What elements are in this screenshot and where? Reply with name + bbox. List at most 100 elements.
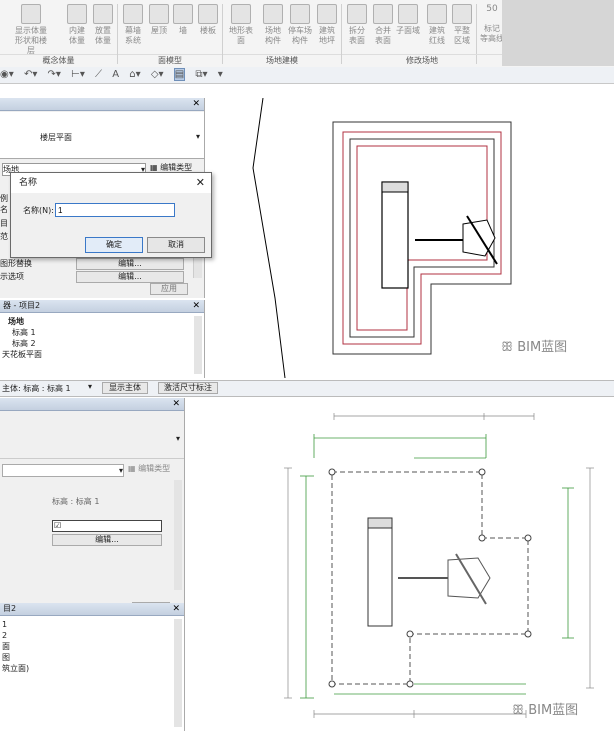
project-browser: 器 - 项目2✕ 场地 标高 1 标高 2 天花板平面: [0, 300, 205, 378]
curtain-system-button[interactable]: 幕墙 系统: [120, 4, 146, 46]
checkbox-checked-icon[interactable]: ☑: [54, 521, 62, 530]
close-icon[interactable]: ✕: [195, 176, 205, 189]
property-label: 例: [0, 194, 8, 203]
green-dimension-lines: [300, 434, 574, 699]
display-options-edit-button[interactable]: 编辑...: [76, 271, 184, 283]
options-bar: 主体: 标高 : 标高 1 ▾ 显示主体 激活尺寸标注: [0, 381, 614, 397]
curtain-icon: [123, 4, 143, 24]
parking-component-button[interactable]: 停车场 构件: [286, 4, 314, 46]
properties-panel: ✕ ▾ ▾ ▦ 编辑类型 标高 : 标高 1 ☑ 编辑... 应用: [0, 398, 185, 618]
play-structure: [462, 219, 496, 257]
tree-item[interactable]: 面: [2, 642, 10, 651]
tree-item[interactable]: 筑立面): [2, 664, 30, 673]
ribbon-empty-area: [502, 0, 614, 66]
dimension-icon[interactable]: ⟋: [95, 69, 103, 80]
close-icon[interactable]: ✕: [192, 301, 200, 311]
switch-windows-icon[interactable]: ▾: [217, 69, 223, 80]
divider: [117, 4, 118, 64]
merge-surface-button[interactable]: 合并 表面: [370, 4, 396, 46]
text-icon[interactable]: A: [112, 69, 120, 80]
close-icon[interactable]: ✕: [172, 604, 180, 614]
watermark: ꕥ BIM蓝图: [512, 703, 579, 718]
host-label: 主体: 标高 : 标高 1: [2, 384, 71, 393]
close-windows-icon[interactable]: ⧉▾: [195, 69, 208, 80]
group-conceptual-mass: 概念体量: [0, 54, 117, 67]
close-icon[interactable]: ✕: [192, 99, 200, 109]
split-surface-button[interactable]: 拆分 表面: [344, 4, 370, 46]
tree-item[interactable]: 天花板平面: [2, 350, 42, 359]
grade-icon: [452, 4, 472, 24]
property-label: 名: [0, 205, 8, 214]
roof-button[interactable]: 屋顶: [146, 4, 172, 36]
type-preview: ▾: [0, 412, 184, 459]
3d-view-icon[interactable]: ⌂▾: [129, 69, 141, 80]
property-label: 目: [0, 219, 8, 228]
name-label: 名称(N):: [23, 206, 54, 215]
drawing-canvas[interactable]: ꕥ BIM蓝图: [205, 97, 614, 378]
name-dialog: 名称✕ 名称(N): 确定 取消: [10, 172, 212, 258]
wall-button[interactable]: 墙: [170, 4, 196, 36]
view-family: 楼层平面: [40, 133, 72, 142]
outer-border: [332, 121, 512, 355]
tree-item[interactable]: 标高 2: [12, 339, 36, 348]
graphic-override-edit-button[interactable]: 编辑...: [76, 258, 184, 270]
edit-button[interactable]: 编辑...: [52, 534, 162, 546]
divider: [476, 4, 477, 64]
property-line-button[interactable]: 建筑 红线: [424, 4, 450, 46]
site-component-button[interactable]: 场地 构件: [260, 4, 286, 46]
close-icon[interactable]: ✕: [172, 399, 180, 409]
roof-icon: [149, 4, 169, 24]
graded-region-button[interactable]: 平整 区域: [449, 4, 475, 46]
inner-border: [349, 138, 495, 338]
scrollbar[interactable]: [174, 619, 182, 727]
measure-icon[interactable]: ⊢▾: [71, 69, 85, 80]
checkbox-field[interactable]: ☑: [52, 520, 162, 532]
type-selector[interactable]: ▾: [2, 464, 124, 477]
level-value: 标高 : 标高 1: [52, 497, 100, 506]
place-mass-button[interactable]: 放置 体量: [90, 4, 116, 46]
edit-type-button[interactable]: ▦ 编辑类型: [150, 163, 193, 172]
mass-icon: [67, 4, 87, 24]
chevron-down-icon[interactable]: ▾: [175, 434, 180, 443]
activate-dimensions-button[interactable]: 激活尺寸标注: [158, 382, 218, 394]
watermark: ꕥ BIM蓝图: [501, 340, 568, 355]
chevron-down-icon[interactable]: ▾: [88, 382, 93, 391]
tree-item[interactable]: 2: [2, 631, 8, 640]
show-mass-button[interactable]: 显示体量 形状和楼层: [14, 4, 48, 56]
group-site-modeling: 场地建模: [223, 54, 341, 67]
scrollbar[interactable]: [174, 480, 182, 590]
view-icon[interactable]: ◉▾: [0, 69, 14, 80]
ribbon: 显示体量 形状和楼层 内建 体量 放置 体量 幕墙 系统 屋顶 墙 楼板 地形表…: [0, 0, 614, 68]
floor-icon: [198, 4, 218, 24]
tree-item[interactable]: 场地: [8, 317, 24, 326]
merge-icon: [373, 4, 393, 24]
undo-icon[interactable]: ↶▾: [23, 69, 38, 80]
terrain-icon: [231, 4, 251, 24]
subregion-button[interactable]: 子面域: [393, 4, 423, 36]
thin-lines-icon[interactable]: ▤: [173, 68, 186, 81]
site-plan-drawing: [252, 97, 512, 378]
show-host-button[interactable]: 显示主体: [102, 382, 148, 394]
section-icon[interactable]: ◇▾: [150, 69, 164, 80]
tree-item[interactable]: 图: [2, 653, 10, 662]
cancel-button[interactable]: 取消: [147, 237, 205, 253]
redo-icon[interactable]: ↷▾: [47, 69, 61, 80]
play-structure-beam: [466, 215, 498, 265]
dimension-lines: [284, 413, 594, 718]
apply-button[interactable]: 应用: [150, 283, 188, 295]
chevron-down-icon[interactable]: ▾: [195, 132, 200, 141]
tree-item[interactable]: 1: [2, 620, 8, 629]
in-place-mass-button[interactable]: 内建 体量: [64, 4, 90, 46]
ok-button[interactable]: 确定: [85, 237, 143, 253]
edit-type-icon: ▦: [150, 163, 161, 172]
scrollbar[interactable]: [194, 316, 202, 374]
toposurface-button[interactable]: 地形表面: [226, 4, 256, 46]
building-pad-button[interactable]: 建筑 地坪: [314, 4, 340, 46]
drawing-canvas[interactable]: ꕥ BIM蓝图: [186, 398, 614, 731]
tree-item[interactable]: 标高 1: [12, 328, 36, 337]
floor-button[interactable]: 楼板: [195, 4, 221, 36]
edit-type-button[interactable]: ▦ 编辑类型: [128, 464, 171, 473]
name-input[interactable]: [55, 203, 175, 217]
subregion-icon: [398, 4, 418, 24]
